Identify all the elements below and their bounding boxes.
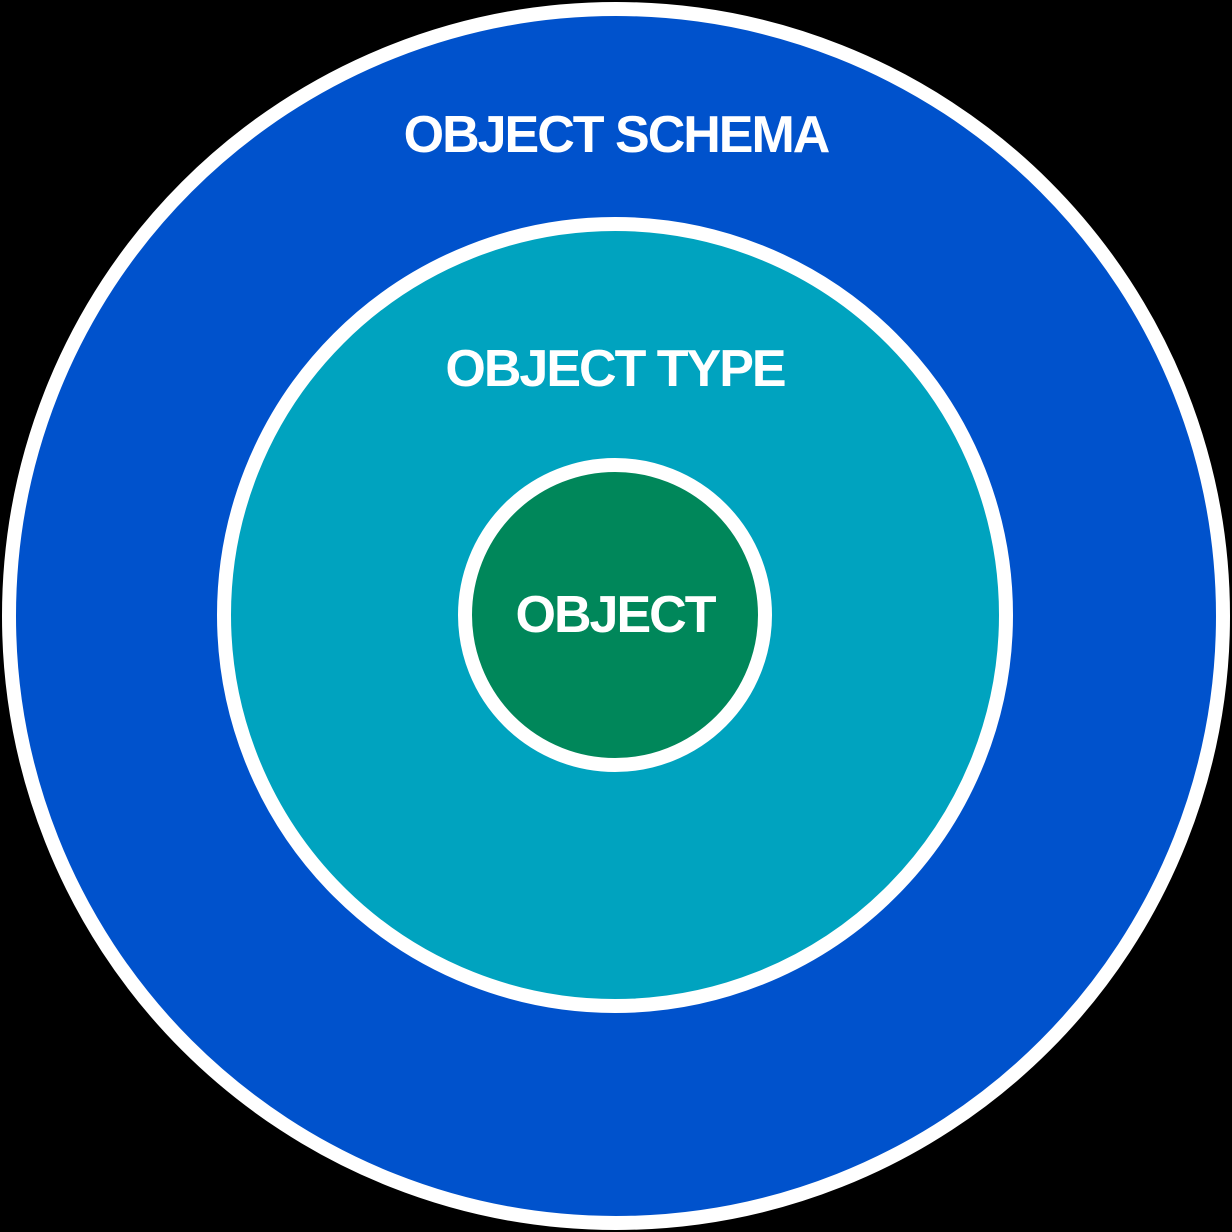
object-label: OBJECT [515, 586, 717, 644]
object-type-circle: OBJECT TYPE OBJECT [217, 217, 1013, 1013]
object-circle: OBJECT [458, 458, 772, 772]
object-schema-label: OBJECT SCHEMA [403, 106, 831, 164]
object-type-label: OBJECT TYPE [445, 340, 786, 398]
